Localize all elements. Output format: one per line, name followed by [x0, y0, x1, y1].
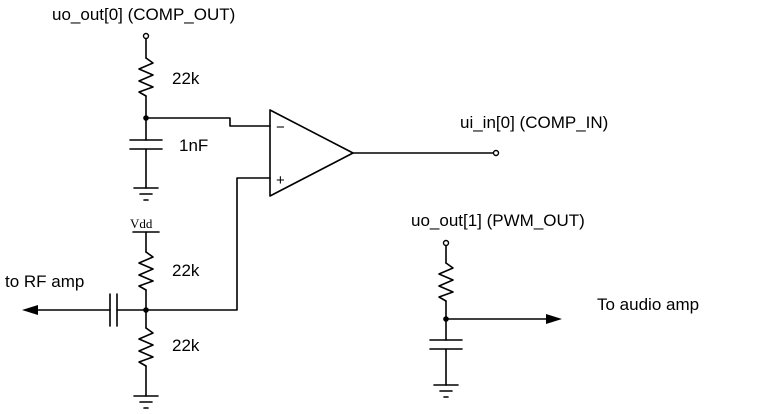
comp-out-terminal: [142, 32, 150, 40]
resistor-pwm: [438, 262, 454, 302]
r-div-bottom-label: 22k: [172, 336, 200, 355]
resistor-r-top: [138, 57, 154, 97]
rf-amp-label: to RF amp: [5, 272, 84, 291]
ground-symbol-3: [433, 384, 459, 398]
comparator-minus-sign: −: [276, 119, 285, 136]
wire-plus-input: [145, 177, 271, 311]
capacitor-pwm: [429, 339, 463, 350]
r-top-label: 22k: [172, 69, 200, 88]
resistor-r-div-bottom: [138, 327, 154, 367]
rf-amp-arrow: [22, 305, 38, 315]
pwm-out-label: uo_out[1] (PWM_OUT): [411, 211, 585, 230]
comp-in-label: ui_in[0] (COMP_IN): [460, 113, 608, 132]
comparator-symbol: [269, 109, 354, 197]
audio-amp-label: To audio amp: [597, 295, 699, 314]
coupling-capacitor: [109, 293, 118, 327]
pwm-out-terminal: [442, 239, 450, 247]
resistor-r-div-top: [138, 251, 154, 291]
capacitor-c-filter: [129, 139, 163, 150]
ground-symbol-2: [133, 395, 159, 409]
wire-node-to-minus: [145, 117, 271, 127]
c-filter-label: 1nF: [179, 136, 208, 155]
comparator-plus-sign: +: [276, 172, 285, 189]
comp-in-terminal: [492, 149, 500, 157]
audio-amp-arrow: [546, 314, 562, 324]
comp-out-label: uo_out[0] (COMP_OUT): [52, 5, 235, 24]
ground-symbol-1: [133, 187, 159, 201]
vdd-label: Vdd: [130, 216, 153, 231]
r-div-top-label: 22k: [172, 261, 200, 280]
